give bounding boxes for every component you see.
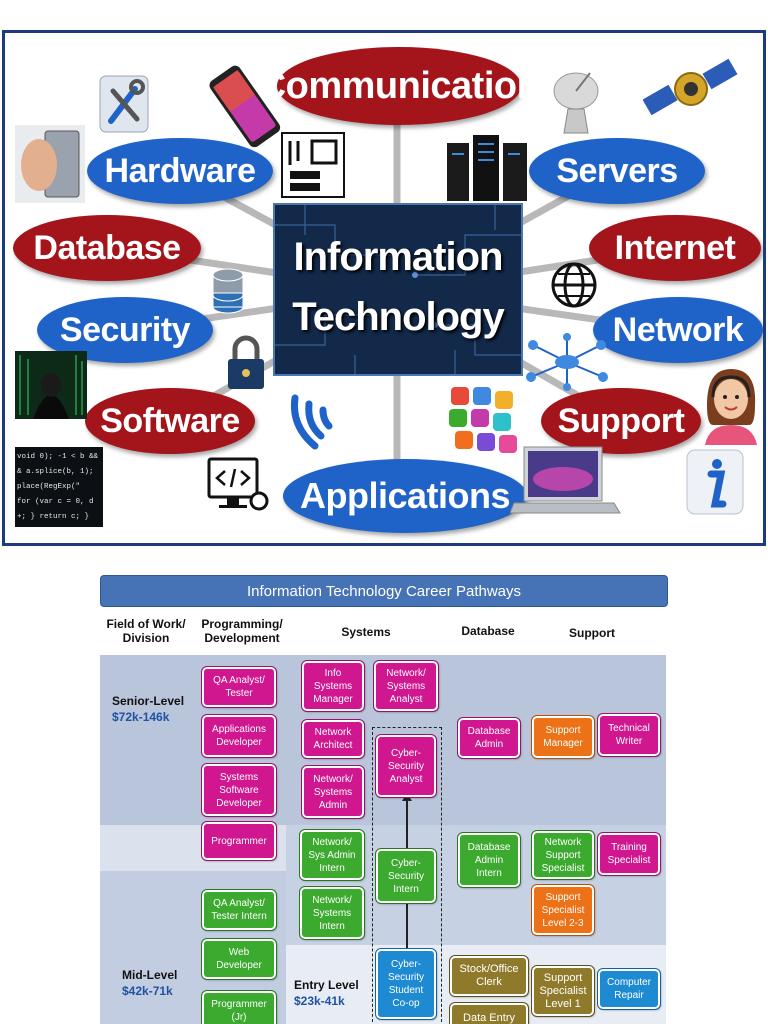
database-icon bbox=[212, 268, 244, 314]
database-admin-box: Database Admin bbox=[457, 717, 521, 759]
chart-title: Information Technology Career Pathways bbox=[100, 575, 668, 607]
support-label: Support bbox=[541, 388, 701, 454]
apps-icon bbox=[449, 387, 517, 453]
qa-analyst-box: QA Analyst/ Tester bbox=[201, 666, 277, 708]
phone-icon bbox=[209, 65, 281, 148]
center-title-box: Information Technology bbox=[273, 203, 523, 376]
computer-repair-box: Computer Repair bbox=[597, 968, 661, 1010]
servers-label: Servers bbox=[529, 138, 705, 204]
arrow-coop-to-intern bbox=[402, 894, 412, 949]
technical-writer-box: Technical Writer bbox=[597, 713, 661, 757]
network-sysadmin-intern-box: Network/ Sys Admin Intern bbox=[299, 829, 365, 881]
communication-label: Communication bbox=[259, 47, 540, 125]
programmer-jr-box: Programmer (Jr) bbox=[201, 990, 277, 1024]
padlock-icon bbox=[228, 335, 264, 389]
database-admin-intern-box: Database Admin Intern bbox=[457, 832, 521, 888]
code-line: & a.splice(b, 1); bbox=[17, 468, 94, 476]
applications-label: Applications bbox=[283, 459, 527, 533]
network-systems-analyst-box: Network/ Systems Analyst bbox=[373, 660, 439, 712]
cybersecurity-intern-box: Cyber-Security Intern bbox=[375, 848, 437, 904]
entry-level-label: Entry Level $23k-41k bbox=[294, 977, 359, 1009]
arrow-intern-to-analyst bbox=[402, 793, 412, 848]
internet-label: Internet bbox=[589, 215, 761, 281]
laptop-icon bbox=[510, 446, 621, 514]
center-title-line2: Technology bbox=[292, 295, 504, 339]
network-label: Network bbox=[593, 297, 763, 363]
senior-level-label: Senior-Level $72k-146k bbox=[112, 693, 184, 725]
database-label: Database bbox=[13, 215, 201, 281]
info-icon bbox=[686, 449, 744, 515]
network-systems-intern-box: Network/ Systems Intern bbox=[299, 886, 365, 940]
entry-level-salary: $23k-41k bbox=[294, 994, 345, 1008]
programmer-box: Programmer bbox=[201, 821, 277, 861]
career-pathways-chart: Information Technology Career Pathways F… bbox=[100, 575, 668, 1024]
circuit-pattern bbox=[275, 205, 521, 374]
mid-level-name: Mid-Level bbox=[122, 968, 178, 982]
senior-level-salary: $72k-146k bbox=[112, 710, 170, 724]
code-line: for (var c = 0, d bbox=[17, 498, 94, 506]
circuit-board-icon bbox=[281, 132, 345, 198]
entry-level-name: Entry Level bbox=[294, 978, 359, 992]
data-entry-box: Data Entry bbox=[449, 1002, 529, 1024]
network-architect-box: Network Architect bbox=[301, 719, 365, 759]
info-systems-manager-box: Info Systems Manager bbox=[301, 660, 365, 712]
header-field: Field of Work/ Division bbox=[106, 617, 186, 645]
support-specialist-l1-box: Support Specialist Level 1 bbox=[531, 965, 595, 1017]
code-line: +; } return c; } bbox=[17, 513, 90, 521]
server-rack-icon bbox=[447, 135, 527, 201]
network-hub-icon bbox=[526, 333, 608, 391]
code-line: place(RegExp(" bbox=[17, 483, 81, 491]
cybersecurity-track bbox=[372, 727, 442, 1024]
globe-icon bbox=[551, 262, 597, 308]
header-systems: Systems bbox=[341, 625, 391, 639]
it-infographic: Communication Hardware Servers Database … bbox=[2, 30, 766, 546]
hardware-label: Hardware bbox=[87, 138, 273, 204]
header-database: Database bbox=[461, 624, 515, 638]
tools-icon bbox=[99, 75, 149, 133]
code-monitor-icon bbox=[207, 457, 269, 511]
hand-device-icon bbox=[15, 125, 85, 203]
software-label: Software bbox=[85, 388, 255, 454]
center-title-line1: Information bbox=[293, 235, 504, 279]
cybersecurity-coop-box: Cyber-Security Student Co-op bbox=[375, 948, 437, 1020]
header-programming: Programming/ Development bbox=[201, 617, 283, 645]
satellite-dish-icon bbox=[553, 72, 599, 134]
network-support-specialist-box: Network Support Specialist bbox=[531, 830, 595, 880]
web-developer-box: Web Developer bbox=[201, 938, 277, 980]
code-line: void 0); -1 < b && bbox=[17, 453, 99, 461]
qa-tester-intern-box: QA Analyst/ Tester Intern bbox=[201, 889, 277, 931]
mid-level-salary: $42k-71k bbox=[122, 984, 173, 998]
systems-software-developer-box: Systems Software Developer bbox=[201, 763, 277, 817]
network-systems-admin-box: Network/ Systems Admin bbox=[301, 765, 365, 819]
applications-developer-box: Applications Developer bbox=[201, 714, 277, 758]
support-manager-box: Support Manager bbox=[531, 715, 595, 759]
wifi-icon bbox=[290, 394, 333, 450]
cybersecurity-analyst-box: Cyber-Security Analyst bbox=[375, 734, 437, 798]
stock-office-clerk-box: Stock/Office Clerk bbox=[449, 955, 529, 997]
support-agent-icon bbox=[705, 369, 757, 445]
satellite-icon bbox=[643, 58, 738, 116]
hacker-icon bbox=[15, 351, 87, 419]
mid-level-label: Mid-Level $42k-71k bbox=[122, 967, 177, 999]
support-specialist-l23-box: Support Specialist Level 2-3 bbox=[531, 884, 595, 936]
senior-level-name: Senior-Level bbox=[112, 694, 185, 708]
header-support: Support bbox=[569, 626, 615, 640]
training-specialist-box: Training Specialist bbox=[597, 832, 661, 876]
code-screen-icon: void 0); -1 < b && & a.splice(b, 1); pla… bbox=[15, 447, 103, 527]
